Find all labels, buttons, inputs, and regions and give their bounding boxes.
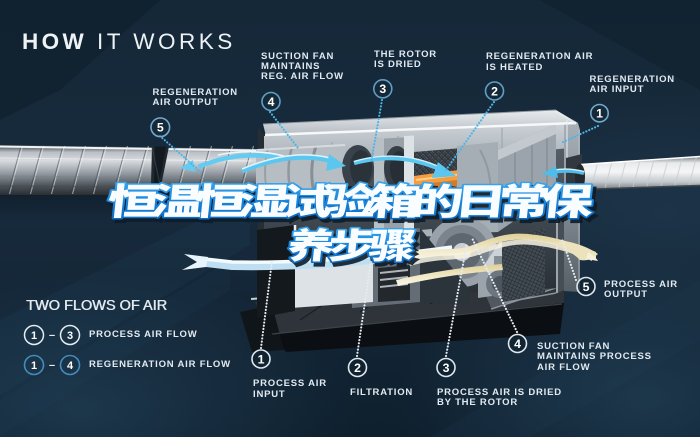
svg-text:4: 4	[67, 360, 74, 372]
svg-text:3: 3	[443, 361, 450, 375]
svg-text:1: 1	[31, 360, 37, 372]
svg-text:–: –	[49, 360, 55, 372]
svg-text:–: –	[49, 330, 55, 342]
svg-text:5: 5	[583, 280, 590, 294]
svg-text:1: 1	[31, 330, 37, 342]
svg-text:2: 2	[354, 361, 361, 375]
svg-text:4: 4	[268, 95, 275, 109]
svg-text:3: 3	[67, 330, 73, 342]
svg-text:1: 1	[258, 353, 265, 367]
svg-text:3: 3	[379, 82, 386, 96]
svg-text:2: 2	[491, 84, 498, 98]
svg-text:5: 5	[157, 121, 164, 135]
svg-text:4: 4	[514, 337, 521, 351]
svg-text:1: 1	[596, 107, 603, 121]
